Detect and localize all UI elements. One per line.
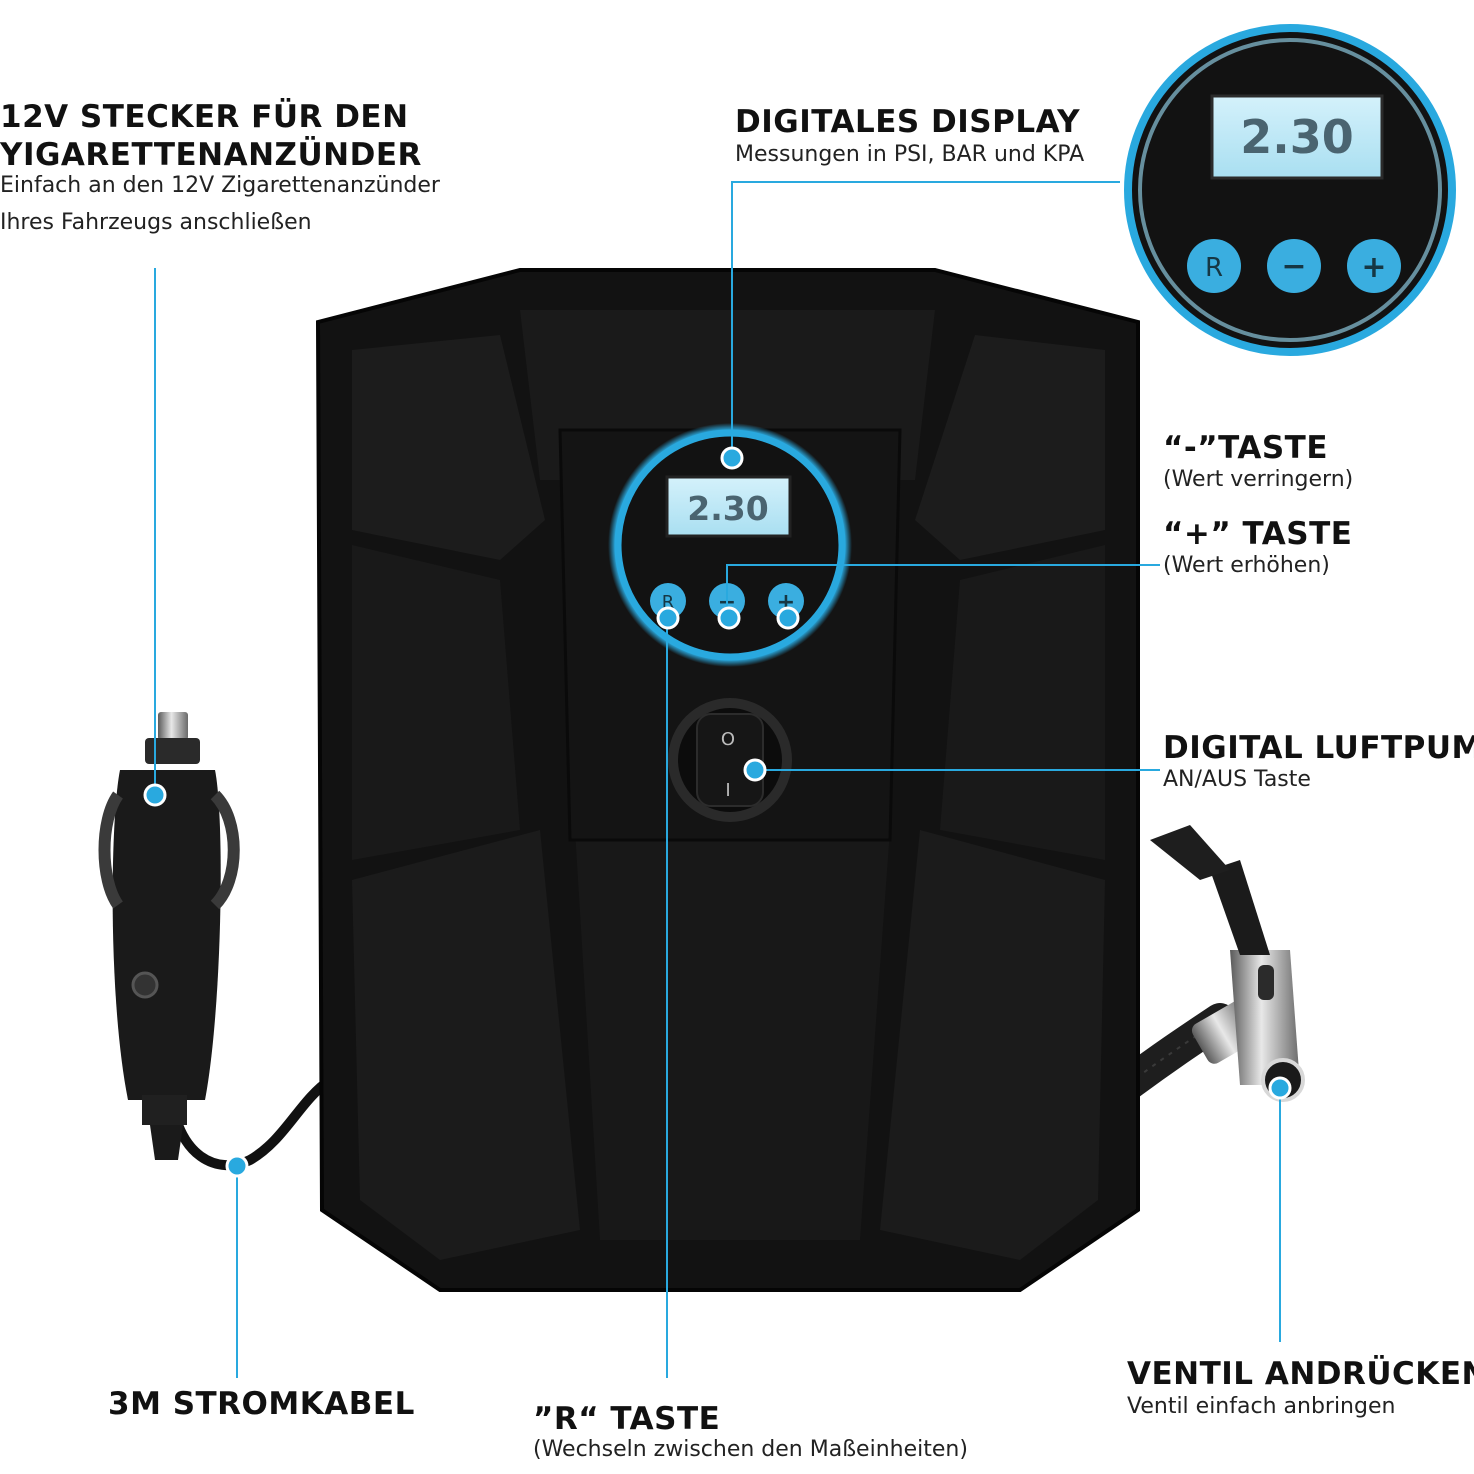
dot-power bbox=[743, 758, 767, 782]
device-display: 2.30 R − + bbox=[608, 423, 852, 667]
display-title: DIGITALES DISPLAY bbox=[735, 104, 1081, 140]
minus-title: “-”TASTE bbox=[1163, 430, 1328, 466]
zoom-minus-button: − bbox=[1267, 239, 1321, 293]
dot-reset bbox=[656, 606, 680, 630]
marker-dots bbox=[143, 446, 1292, 1178]
plus-desc: (Wert erhöhen) bbox=[1163, 553, 1330, 578]
dot-minus bbox=[717, 606, 741, 630]
power-switch: O I bbox=[668, 698, 792, 822]
zoom-lcd-reading: 2.30 bbox=[1240, 110, 1354, 164]
dot-cable bbox=[225, 1154, 249, 1178]
leader-minus-plus bbox=[726, 564, 1160, 618]
valve-desc: Ventil einfach anbringen bbox=[1127, 1394, 1396, 1419]
switch-on-label: I bbox=[725, 780, 730, 801]
plug-title-line2: YIGARETTENANZÜNDER bbox=[0, 137, 422, 173]
zoom-minus-label: − bbox=[1281, 249, 1306, 284]
reset-desc: (Wechseln zwischen den Maßeinheiten) bbox=[533, 1437, 968, 1462]
leader-lines bbox=[154, 181, 1281, 1378]
plug-desc-line2: Ihres Fahrzeugs anschließen bbox=[0, 210, 312, 235]
dot-valve bbox=[1268, 1076, 1292, 1100]
dot-plus bbox=[776, 606, 800, 630]
switch-off-label: O bbox=[721, 729, 735, 750]
device-lcd-reading: 2.30 bbox=[687, 489, 768, 528]
plug-desc-line1: Einfach an den 12V Zigarettenanzünder bbox=[0, 173, 440, 198]
air-hose-valve bbox=[1103, 825, 1305, 1107]
zoom-reset-button: R bbox=[1187, 239, 1241, 293]
display-desc: Messungen in PSI, BAR und KPA bbox=[735, 142, 1085, 167]
cigarette-plug bbox=[98, 712, 240, 1160]
cable-title: 3M STROMKABEL bbox=[108, 1386, 415, 1422]
power-cable bbox=[165, 1075, 335, 1171]
reset-title: ”R“ TASTE bbox=[533, 1401, 721, 1437]
zoom-plus-label: + bbox=[1361, 250, 1386, 285]
zoom-plus-button: + bbox=[1347, 239, 1401, 293]
leader-display bbox=[731, 181, 1120, 458]
dot-plug bbox=[143, 783, 167, 807]
plus-title: “+” TASTE bbox=[1163, 516, 1353, 552]
dot-display bbox=[720, 446, 744, 470]
display-zoom-inset: 2.30 R − + bbox=[1124, 24, 1456, 356]
valve-title: VENTIL ANDRÜCKEN bbox=[1127, 1356, 1474, 1392]
minus-desc: (Wert verringern) bbox=[1163, 467, 1354, 492]
power-title: DIGITAL LUFTPUMPE bbox=[1163, 730, 1474, 766]
zoom-reset-label: R bbox=[1205, 253, 1223, 283]
power-desc: AN/AUS Taste bbox=[1163, 767, 1311, 792]
plug-title-line1: 12V STECKER FÜR DEN bbox=[0, 99, 409, 135]
